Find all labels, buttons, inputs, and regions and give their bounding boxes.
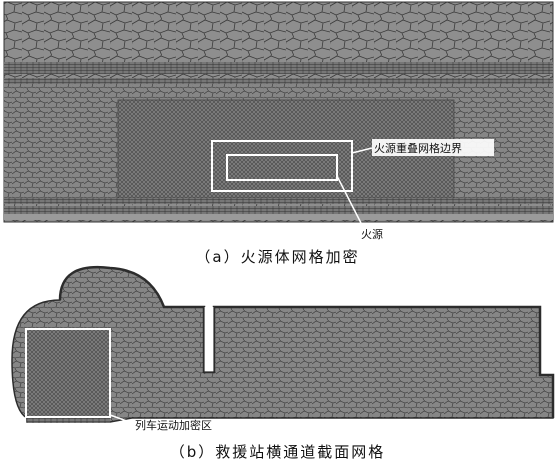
overlap-boundary-box <box>211 140 353 192</box>
train-refine-leader <box>109 414 136 425</box>
fire-source-label: 火源 <box>361 227 383 241</box>
overlap-boundary-leader <box>351 147 373 154</box>
panel-b-mesh <box>11 265 555 423</box>
caption-b: （b）救援站横通道截面网格 <box>169 443 386 461</box>
train-refine-box <box>25 328 111 418</box>
fire-source-leader <box>336 175 363 226</box>
panel-a-mesh <box>3 1 554 223</box>
overlap-boundary-label: 火源重叠网格边界 <box>374 141 462 155</box>
caption-a: （a）火源体网格加密 <box>195 248 360 266</box>
train-refine-label: 列车运动加密区 <box>135 418 212 432</box>
fire-source-box <box>226 154 338 181</box>
